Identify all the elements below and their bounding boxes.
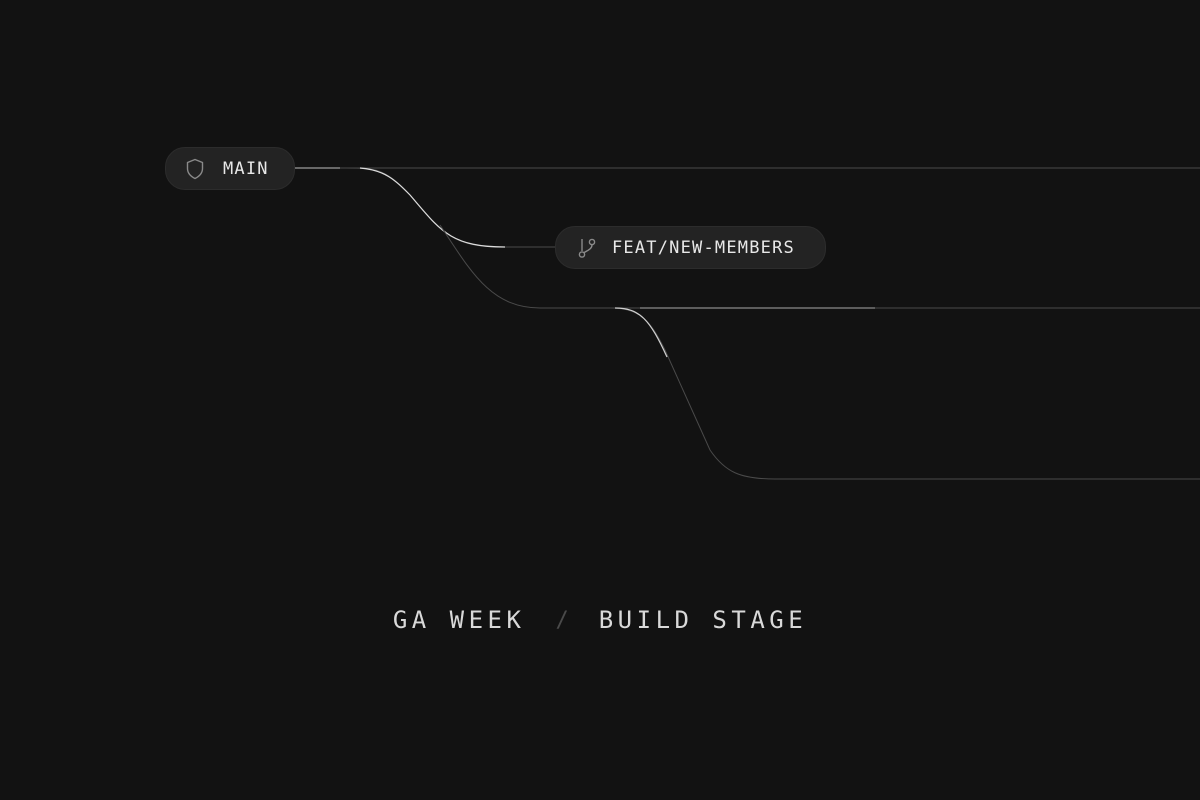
- git-branch-icon: [576, 237, 598, 259]
- branch-pill-feature[interactable]: FEAT/NEW-MEMBERS: [555, 226, 826, 269]
- branch-label-main: MAIN: [223, 158, 269, 179]
- caption: GA WEEK / BUILD STAGE: [0, 606, 1200, 634]
- third-branch-highlight: [614, 307, 668, 358]
- caption-left: GA WEEK: [392, 606, 526, 634]
- branch-label-feature: FEAT/NEW-MEMBERS: [612, 237, 795, 258]
- caption-separator: /: [555, 607, 569, 633]
- shield-icon: [184, 158, 206, 180]
- third-branch-line: [609, 307, 1200, 480]
- branch-pill-main[interactable]: MAIN: [165, 147, 295, 190]
- caption-right: BUILD STAGE: [598, 606, 808, 634]
- feature-branch-highlight: [359, 167, 506, 248]
- second-branch-line: [439, 224, 1200, 309]
